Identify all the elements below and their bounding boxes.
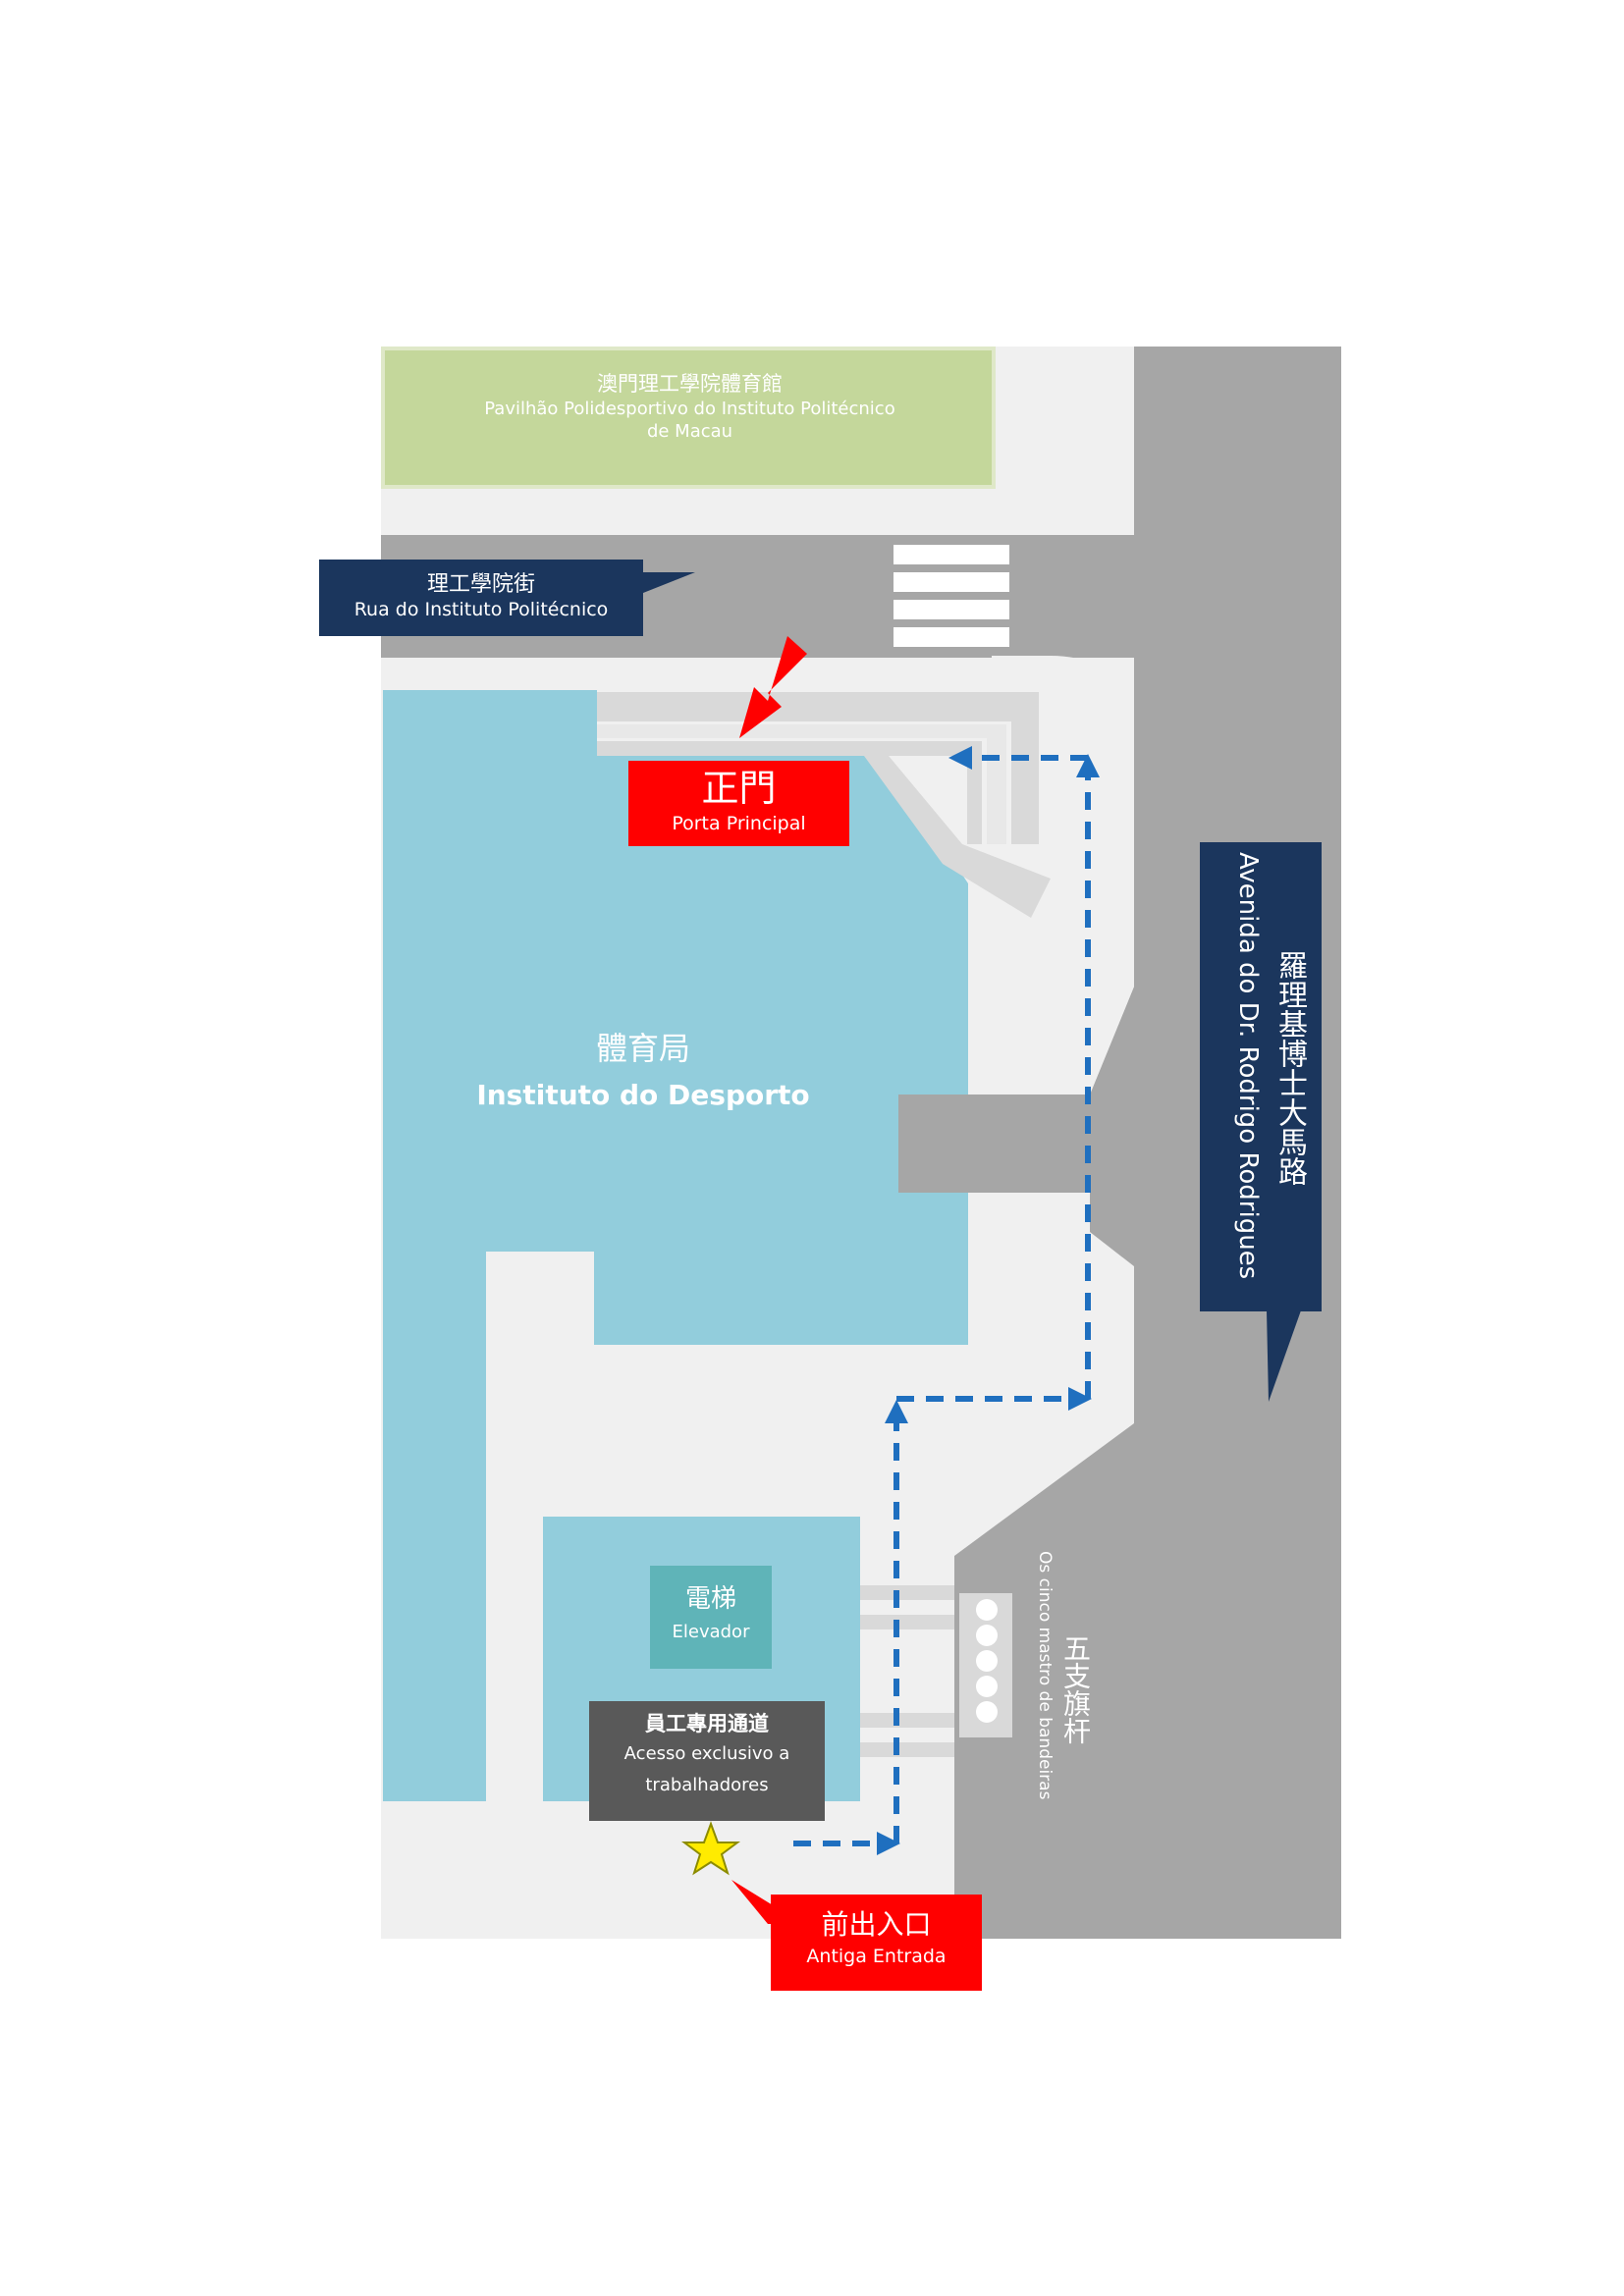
- elevator-pt: Elevador: [672, 1621, 750, 1642]
- street-label: 理工學院街 Rua do Instituto Politécnico: [319, 571, 643, 621]
- old-entrance-label: 前出入口 Antiga Entrada: [771, 1907, 982, 1969]
- flagpoles-pt: Os cinco mastro de bandeiras: [1035, 1551, 1055, 1800]
- main-door-zh: 正門: [701, 767, 777, 810]
- main-door-pt: Porta Principal: [672, 812, 806, 834]
- side-road-stub: [898, 1095, 1090, 1193]
- driveway: [597, 692, 1051, 918]
- old-entrance-box: [771, 1895, 982, 1991]
- corridor-bands: [860, 1585, 954, 1757]
- street-name-zh: 理工學院街: [426, 572, 535, 597]
- flagpoles-zh: 五支旗杆: [1059, 1634, 1092, 1744]
- avenue-callout: [1200, 842, 1322, 1311]
- elevator-label: 電梯 Elevador: [650, 1583, 772, 1643]
- main-building: [383, 690, 968, 1801]
- staff-access-pt: Acesso exclusivo a trabalhadores: [623, 1743, 790, 1795]
- route-arrow-icon: [793, 746, 1100, 1855]
- avenue-label: Avenida do Dr. Rodrigo Rodrigues 羅理基博士大馬…: [1200, 842, 1322, 1311]
- building-name-pt: Instituto do Desporto: [476, 1079, 810, 1111]
- avenue-callout-pointer: [1267, 1310, 1301, 1402]
- street-name-pt: Rua do Instituto Politécnico: [353, 598, 609, 620]
- star-icon: [681, 1821, 740, 1876]
- flagpole-icon: [959, 1593, 1012, 1737]
- avenue-road: [954, 347, 1341, 1939]
- pavilion-name-zh: 澳門理工學院體育館: [597, 372, 783, 396]
- staff-access-box: [589, 1701, 825, 1821]
- flagpoles-label: Os cinco mastro de bandeiras 五支旗杆: [1035, 1551, 1095, 1845]
- red-arrow-icon: [739, 636, 807, 738]
- old-entrance-pt: Antiga Entrada: [806, 1946, 947, 1967]
- street-callout-pointer: [638, 572, 695, 595]
- pavilion-name-pt: Pavilhão Polidesportivo do Instituto Pol…: [484, 399, 895, 442]
- old-entrance-zh: 前出入口: [821, 1908, 932, 1941]
- building-label: 體育局 Instituto do Desporto: [432, 1029, 854, 1112]
- sidewalk-corner-top: [992, 347, 1134, 535]
- avenue-name-pt: Avenida do Dr. Rodrigo Rodrigues: [1233, 852, 1263, 1280]
- main-door-label: 正門 Porta Principal: [628, 766, 849, 835]
- avenue-name-zh: 羅理基博士大馬路: [1272, 950, 1307, 1186]
- elevator-box: [650, 1566, 772, 1669]
- staff-access-label: 員工專用通道 Acesso exclusivo a trabalhadores: [597, 1711, 817, 1800]
- elevator-zh: 電梯: [684, 1584, 736, 1614]
- pavilion-block: [381, 347, 996, 489]
- pavilion-label: 澳門理工學院體育館 Pavilhão Polidesportivo do Ins…: [393, 371, 987, 443]
- main-door-box: [628, 761, 849, 846]
- building-name-zh: 體育局: [595, 1030, 690, 1067]
- staff-access-zh: 員工專用通道: [645, 1712, 769, 1735]
- crosswalk: [893, 545, 1009, 647]
- street-callout: [319, 560, 643, 636]
